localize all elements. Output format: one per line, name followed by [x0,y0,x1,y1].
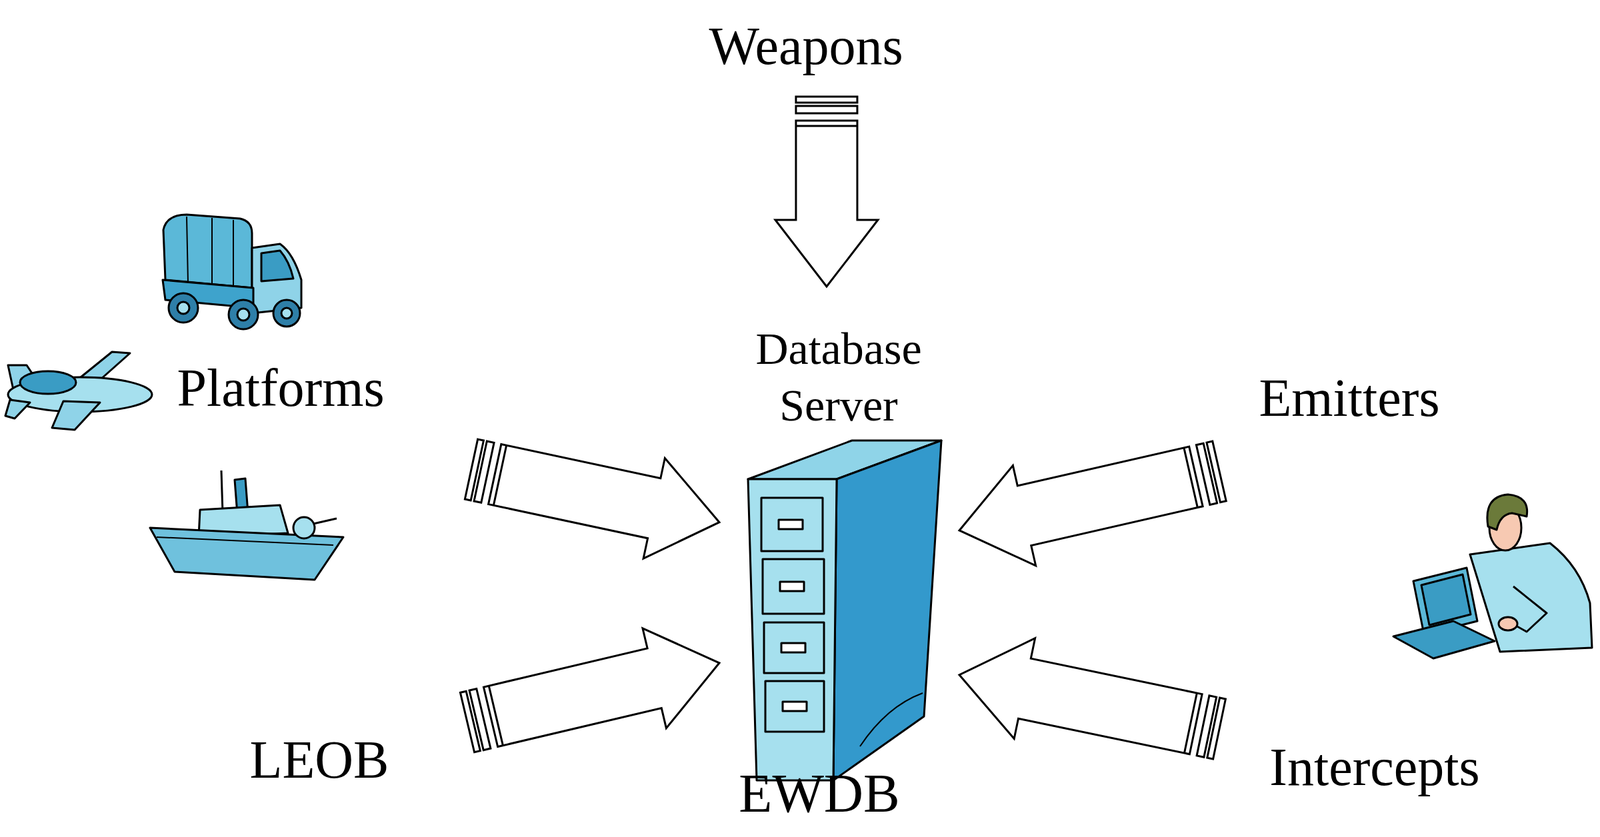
truck-rib [186,216,234,287]
ship-hull [150,528,344,580]
arrow-tail-line [1184,448,1198,508]
server-drawer [764,622,824,674]
arrow-tail-bar [796,106,858,114]
block-arrow [775,96,878,287]
server-handle [781,643,806,653]
server-front [748,479,837,781]
arrow-tail-bar [1196,443,1217,505]
plane-icon [5,352,152,430]
monitor-screen [1421,574,1471,626]
arrow-tail-bar [469,689,491,751]
source-label-node: LEOB [200,666,468,814]
server-handle [778,520,803,530]
server-handle [782,702,807,712]
database-server-text: EWDB [738,764,900,824]
operator-shirt [1470,543,1592,652]
ship-gun [313,518,337,524]
truck-hub [177,302,190,314]
source-label-text: Platforms [176,358,384,418]
arrow-body [488,444,720,559]
ship-icon [150,470,344,580]
server-shade [860,693,923,747]
plane-canopy [20,371,76,394]
source-label-node: Platforms [160,313,472,500]
server-drawer [762,559,824,614]
truck-canopy [163,214,252,288]
source-label-node: Weapons [693,0,920,97]
block-arrow [959,638,1226,760]
database-server-node: Database ServerEWDB [719,286,960,830]
source-label-text: Weapons [708,16,903,76]
source-label-text: Emitters [1258,368,1440,428]
arrow-body [483,628,720,748]
truck-hub [237,308,250,321]
arrow-body [959,638,1202,755]
operator-hand [1498,617,1518,631]
database-server-text: Database Server [738,320,939,434]
arrow-tail-bar [1196,696,1217,758]
source-label-text: LEOB [250,730,390,790]
arrow-body [775,120,878,287]
operator-hair [1487,494,1528,530]
truck-hub [281,308,292,319]
server-handle [780,582,804,592]
server-side [833,440,942,781]
arrow-tail-bar [1206,441,1226,503]
server-drawer [761,498,823,552]
arrow-tail-bar [1207,698,1226,760]
block-arrow [959,441,1226,566]
arrow-tail-line [493,445,506,506]
arrow-tail-line [796,125,858,128]
plane-wing [52,401,100,430]
source-label-node: Emitters [1219,333,1486,507]
arrow-body [959,446,1203,566]
operator-icon [1393,494,1592,659]
server-drawer [765,681,824,732]
plane-tail [5,400,30,419]
server-icon [748,440,942,781]
block-arrow [464,439,720,559]
arrow-tail-line [488,686,503,746]
truck-wheel [228,300,258,330]
keyboard [1393,621,1495,659]
arrow-tail-bar [460,691,480,753]
arrow-tail-bar [474,441,494,503]
source-label-text: Intercepts [1269,738,1480,797]
arrow-tail-bar [796,96,858,103]
ship-mast [221,470,223,514]
arrow-tail-bar [464,439,484,501]
source-label-node: Intercepts [1219,693,1500,827]
ship-turret [293,517,315,539]
truck-icon [162,214,302,330]
truck-window [261,250,294,282]
arrow-tail-line [1184,693,1198,754]
truck-wheel [273,300,300,327]
truck-wheel [168,293,198,323]
block-arrow [460,628,720,753]
